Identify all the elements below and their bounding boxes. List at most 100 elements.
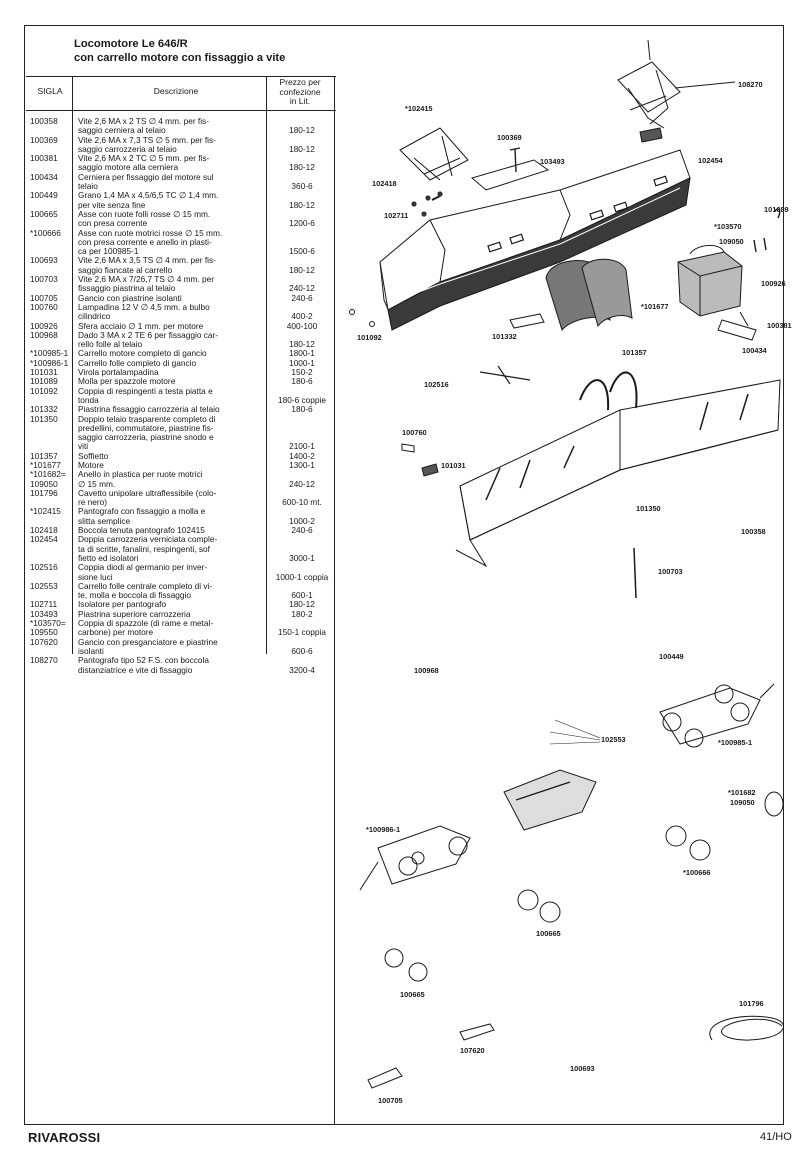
table-row: 100703 Vite 2,6 MA x 7/26,7 TS ∅ 4 mm. pe… (26, 274, 336, 294)
part-price: 1400-2 (289, 450, 315, 461)
header-descrizione: Descrizione (153, 86, 199, 96)
part-price: 1800-1 (289, 348, 315, 359)
part-price: 400-2 (291, 311, 313, 322)
description-line: ca per 100985-1 (78, 246, 139, 257)
part-price: 1000-1 coppia (275, 571, 329, 582)
description-line: ∅ 15 mm. (78, 478, 116, 489)
pantograph-102415-icon (399, 127, 469, 201)
label-100760: 100760 (402, 428, 427, 437)
label-100986-1: *100986-1 (366, 825, 401, 834)
part-code: 101089 (30, 376, 58, 387)
part-description: Asse con ruote motrici rosse ∅ 15 mm.con… (78, 228, 286, 257)
table-row: *103570=Coppia di spazzole (di rame e me… (26, 618, 336, 628)
coupler-100705-icon (367, 1067, 403, 1089)
part-price: 360-6 (291, 181, 313, 192)
part-code: *100986-1 (30, 357, 69, 368)
label-108270: 108270 (738, 80, 763, 89)
roof-plate-icon (470, 159, 550, 191)
description-line: cilindrico (78, 311, 111, 322)
description-line: Anello in plastica per ruote motrici (78, 469, 203, 480)
virola-icon (421, 463, 439, 477)
part-description: Coppia di spazzole (di rame e metal- (78, 618, 286, 628)
part-code: 100381 (30, 153, 58, 164)
screw-100369-icon (509, 147, 521, 173)
part-description: Cavetto unipolare ultraflessibile (colo-… (78, 488, 286, 508)
description-line: Boccola tenuta pantografo 102415 (78, 525, 205, 536)
part-description: Motore (78, 459, 286, 470)
part-description: Carrello motore completo di gancio (78, 348, 286, 359)
part-price: 600-10 mt. (282, 497, 322, 508)
label-101089: 101089 (764, 205, 789, 214)
page-frame (24, 25, 784, 1125)
label-100705: 100705 (378, 1096, 403, 1105)
description-line: Carrello motore completo di gancio (78, 348, 207, 359)
description-line: Cerniera per fissaggio del motore sul (78, 171, 214, 182)
part-description: carbone) per motore (78, 628, 286, 638)
part-price: 180-6 coppie (278, 394, 326, 405)
description-line: Dado 3 MA x 2 TE 6 per fissaggio car- (78, 329, 219, 340)
part-price: 400-100 (286, 320, 318, 331)
part-price: 240-6 (291, 525, 313, 536)
motor-bogie-icon (659, 683, 775, 748)
page-number: 41/HO (760, 1131, 792, 1143)
part-code: 100434 (30, 171, 58, 182)
description-line: Soffietto (78, 450, 109, 461)
hinge-icon (717, 311, 757, 341)
part-description: Molla per spazzole motore (78, 377, 286, 387)
label-100968: 100968 (414, 666, 439, 675)
part-price: 240-12 (289, 283, 315, 294)
description-line: Gancio con presganciatore e piastrine (78, 636, 218, 647)
part-code: 109050 (30, 478, 58, 489)
description-line: predellini, commutatore, piastrine fis- (78, 422, 214, 433)
label-100665-a: 100665 (536, 929, 561, 938)
label-100703: 100703 (658, 567, 683, 576)
part-code: 100703 (30, 274, 58, 285)
description-line: Piastrina fissaggio carrozzeria al telai… (78, 404, 220, 415)
part-code: *101677 (30, 459, 61, 470)
part-price: 3000-1 (289, 552, 315, 563)
label-102553: 102553 (601, 735, 626, 744)
part-price: 1200-6 (289, 218, 315, 229)
pantograph-108270-icon (617, 39, 736, 143)
label-101031: 101031 (441, 461, 466, 470)
part-code: 100760 (30, 301, 58, 312)
description-line: Asse con ruote folli rosse ∅ 15 mm. (78, 208, 211, 219)
table-row: *100986-1 Carrello folle completo di ganc… (26, 357, 336, 368)
description-line: Isolatore per pantografo (78, 599, 167, 610)
part-price: 150-1 coppia (278, 627, 326, 638)
part-description: Vite 2,6 MA x 3,5 TS ∅ 4 mm. per fis-sag… (78, 256, 286, 275)
part-description: Carrello folle completo di gancio (78, 358, 286, 368)
diode-icon (479, 365, 531, 385)
description-line: sione luci (78, 571, 113, 582)
part-description: Piastrina superiore carrozzeria (78, 609, 286, 619)
part-price: 600-6 (291, 645, 313, 656)
label-100985-1: *100985-1 (718, 738, 753, 747)
table-row: 101092 Coppia di respingenti a testa piat… (26, 385, 336, 406)
wheelset-icon (384, 825, 711, 982)
trailing-bogie-icon (359, 825, 471, 891)
part-code: 108270 (30, 655, 58, 666)
part-price: 600-1 (291, 590, 313, 601)
part-code: 100449 (30, 190, 58, 201)
part-description: Boccola tenuta pantografo 102415 (78, 525, 286, 536)
part-price: 240-12 (289, 478, 315, 489)
part-code: 101092 (30, 385, 58, 396)
description-line: Motore (78, 459, 104, 470)
column-divider-3 (334, 76, 335, 1125)
